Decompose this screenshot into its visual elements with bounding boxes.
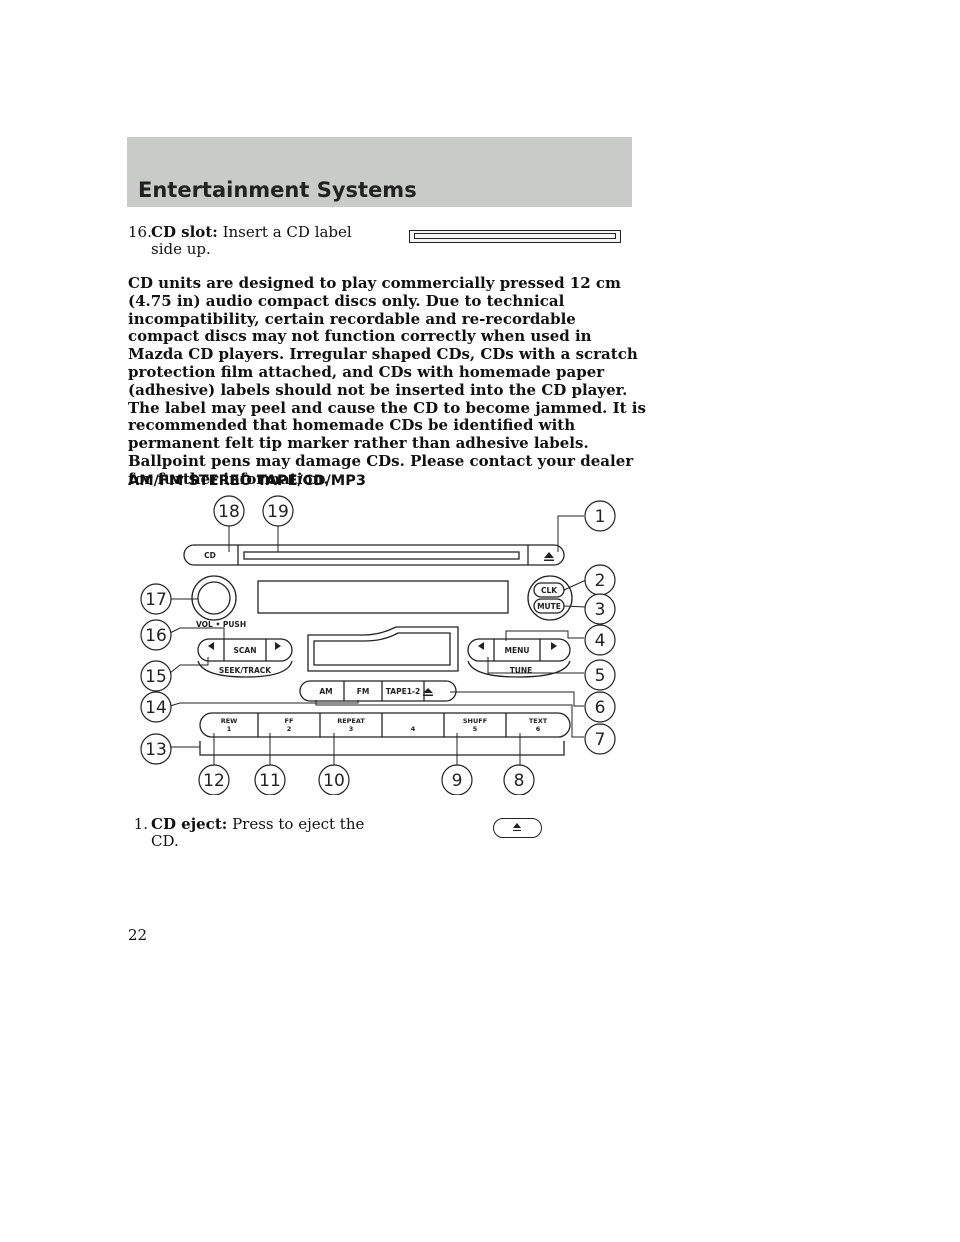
item-number: 1. bbox=[133, 815, 148, 833]
right-arrow-icon bbox=[551, 642, 557, 650]
preset-top-label: REW bbox=[221, 717, 238, 725]
callout-number: 6 bbox=[595, 698, 606, 718]
cd-notice: CD units are designed to play commercial… bbox=[128, 274, 646, 488]
preset-bottom-label: 5 bbox=[473, 725, 478, 733]
item-text: Insert a CD label side up. bbox=[151, 223, 352, 258]
item-text: Press to eject the CD. bbox=[151, 815, 365, 850]
right-arrow-icon bbox=[275, 642, 281, 650]
seek-track-label: SEEK/TRACK bbox=[219, 666, 272, 675]
am-label: AM bbox=[319, 687, 332, 696]
eject-icon bbox=[423, 688, 433, 693]
left-arrow-icon bbox=[478, 642, 484, 650]
section-heading: AM/FM STEREO TAPE/CD/MP3 bbox=[128, 473, 366, 489]
page-number: 22 bbox=[128, 926, 148, 944]
preset-bottom-label: 3 bbox=[349, 725, 354, 733]
item-number: 16. bbox=[128, 223, 152, 241]
eject-icon bbox=[493, 818, 542, 838]
callout-number: 12 bbox=[203, 771, 225, 791]
menu-label: MENU bbox=[505, 646, 530, 655]
tape-label: TAPE1-2 bbox=[386, 687, 421, 696]
cd-label: CD bbox=[204, 551, 216, 560]
preset-bottom-label: 2 bbox=[287, 725, 292, 733]
fm-label: FM bbox=[357, 687, 370, 696]
tune-label: TUNE bbox=[510, 666, 533, 675]
callout-number: 2 bbox=[595, 571, 606, 591]
callout-number: 7 bbox=[595, 730, 606, 750]
callout-number: 3 bbox=[595, 600, 606, 620]
clk-mute-knob bbox=[527, 575, 573, 621]
cd-slot bbox=[243, 551, 520, 560]
band-bar bbox=[299, 680, 457, 702]
page-title: Entertainment Systems bbox=[138, 178, 417, 202]
callout-number: 19 bbox=[267, 502, 289, 522]
item-label: CD slot: bbox=[151, 223, 218, 241]
scan-label: SCAN bbox=[234, 646, 257, 655]
display bbox=[257, 580, 509, 614]
preset-top-label: REPEAT bbox=[337, 717, 365, 725]
callout-number: 4 bbox=[595, 631, 606, 651]
header-band bbox=[127, 137, 632, 207]
preset-top-label: TEXT bbox=[529, 717, 548, 725]
menu-button bbox=[467, 638, 571, 662]
mute-label: MUTE bbox=[537, 602, 561, 611]
volume-knob bbox=[191, 575, 237, 621]
callout-number: 13 bbox=[145, 740, 167, 760]
cd-bar bbox=[183, 544, 565, 566]
callout-number: 10 bbox=[323, 771, 345, 791]
callout-number: 1 bbox=[595, 507, 606, 527]
callout-number: 11 bbox=[259, 771, 281, 791]
callout-number: 17 bbox=[145, 590, 167, 610]
preset-top-label: SHUFF bbox=[463, 717, 487, 725]
callout-number: 5 bbox=[595, 666, 606, 686]
callout-number: 14 bbox=[145, 698, 167, 718]
eject-icon bbox=[544, 552, 554, 558]
left-arrow-icon bbox=[208, 642, 214, 650]
callout-number: 18 bbox=[218, 502, 240, 522]
callout-number: 9 bbox=[452, 771, 463, 791]
radio-diagram: CD CLK MUTE VOL • PUSH SCAN SEEK/TRACK M… bbox=[140, 495, 616, 795]
clk-label: CLK bbox=[541, 586, 558, 595]
cd-slot-icon bbox=[409, 230, 621, 243]
preset-top-label: FF bbox=[285, 717, 294, 725]
preset-bottom-label: 4 bbox=[411, 725, 416, 733]
callout-number: 8 bbox=[514, 771, 525, 791]
item-label: CD eject: bbox=[151, 815, 228, 833]
callout-number: 15 bbox=[145, 667, 167, 687]
callout-number: 16 bbox=[145, 626, 167, 646]
preset-bar bbox=[199, 712, 571, 738]
vol-push-label: VOL • PUSH bbox=[196, 620, 246, 629]
scan-button bbox=[197, 638, 293, 662]
preset-bottom-label: 1 bbox=[227, 725, 232, 733]
preset-bottom-label: 6 bbox=[536, 725, 541, 733]
